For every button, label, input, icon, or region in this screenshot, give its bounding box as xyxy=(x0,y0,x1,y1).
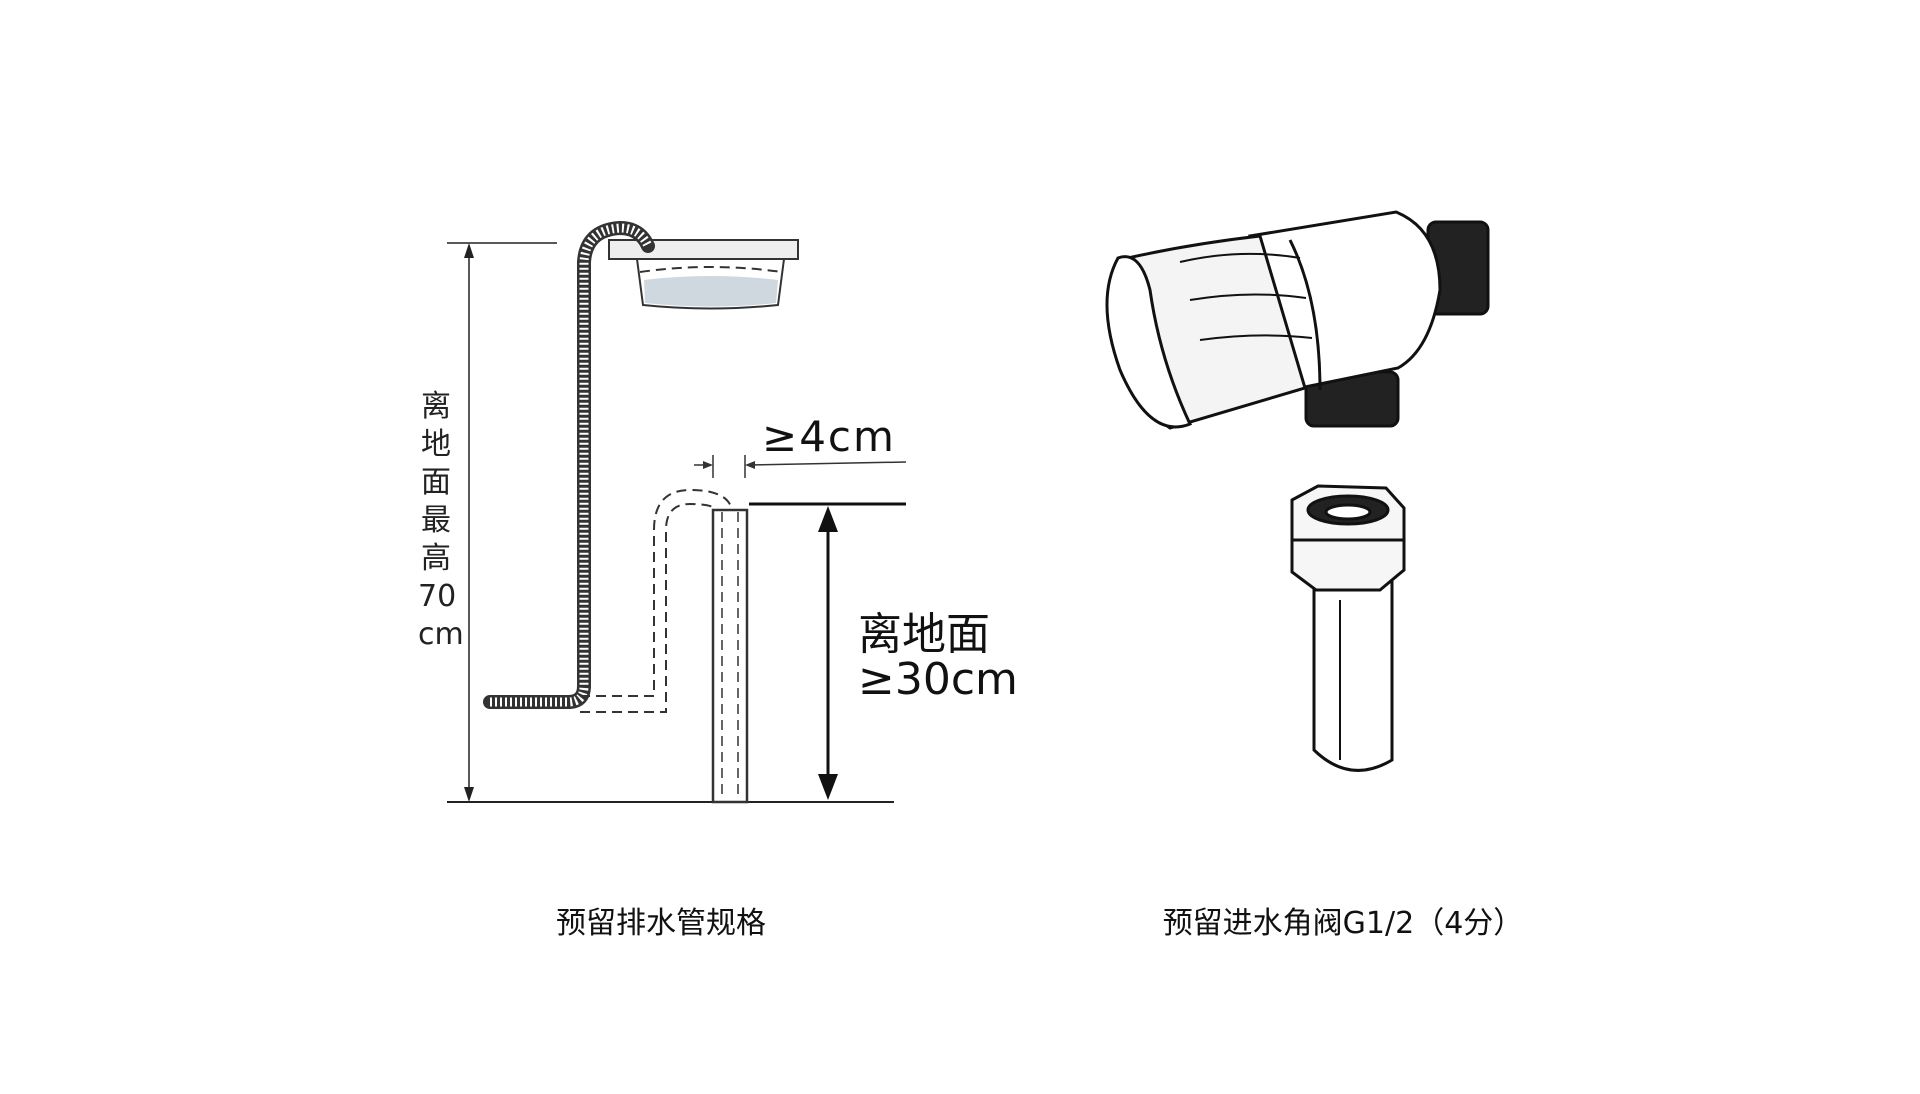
drain-pipe-caption: 预留排水管规格 xyxy=(556,906,766,941)
arrow-up-icon xyxy=(818,506,838,532)
drain-hose xyxy=(483,220,655,709)
standpipe xyxy=(711,508,749,804)
arrow-up-icon xyxy=(464,243,474,258)
max-height-label-char: 高 xyxy=(421,541,451,576)
arrow-down-icon xyxy=(464,787,474,802)
max-height-label-char: 70 xyxy=(418,579,457,614)
sink-plate xyxy=(608,239,799,260)
standpipe-height-label-line2: ≥30cm xyxy=(858,654,1018,705)
max-height-label-char: 面 xyxy=(421,465,451,500)
max-height-label-char: 离 xyxy=(421,389,451,424)
dashed-hose-route xyxy=(580,488,733,697)
angle-valve-illustration xyxy=(1105,210,1490,430)
max-height-label-char: 最 xyxy=(421,503,451,538)
gap-label: ≥4cm xyxy=(762,412,896,461)
max-height-label: 离 地 面 最 高 70 cm xyxy=(418,388,464,654)
max-height-label-char: cm xyxy=(418,617,464,652)
standpipe-height-label-line1: 离地面 xyxy=(858,609,990,660)
pipe-fitting-illustration xyxy=(1290,484,1406,772)
max-height-label-char: 地 xyxy=(421,427,451,462)
angle-valve-caption: 预留进水角阀G1/2（4分） xyxy=(1162,906,1524,941)
arrow-down-icon xyxy=(818,774,838,800)
